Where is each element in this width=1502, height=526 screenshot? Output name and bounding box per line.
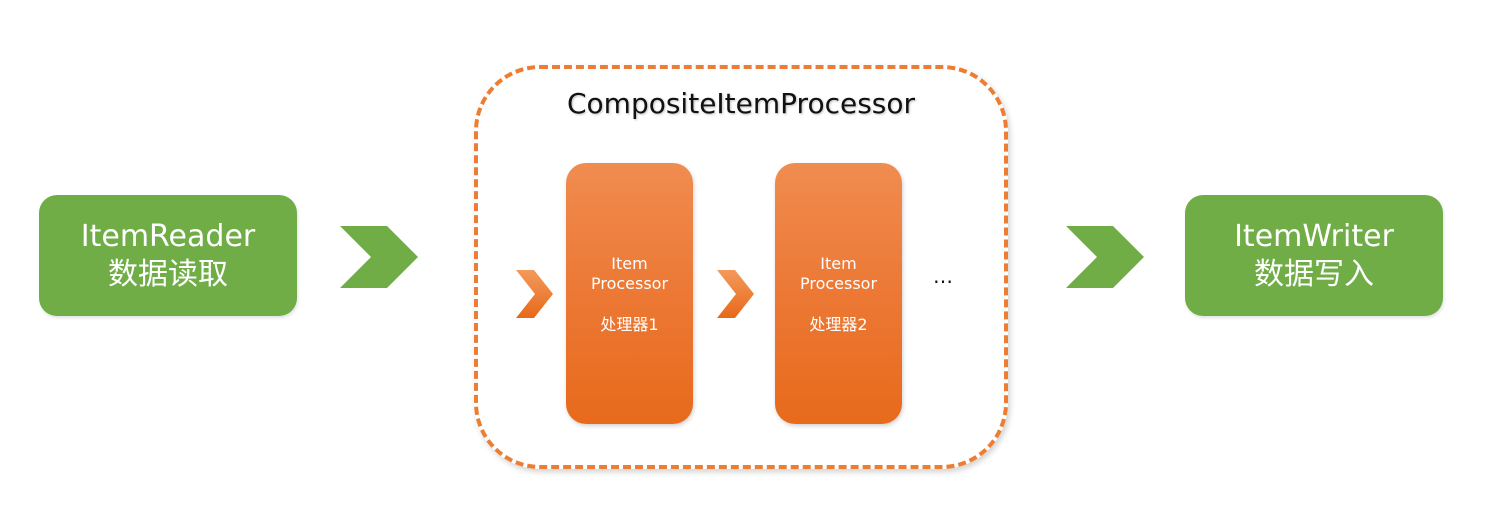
processor-name-line1: Item xyxy=(820,254,857,273)
processor-name-line2: Processor xyxy=(799,274,878,293)
processor-name-line1: Item xyxy=(611,254,648,273)
processor-name: Item Processor xyxy=(775,254,902,294)
item-processor-1: Item Processor 处理器1 xyxy=(566,163,693,424)
processor-name-line2: Processor xyxy=(590,274,669,293)
chevron-right-icon xyxy=(1066,226,1144,288)
more-processors-ellipsis: … xyxy=(933,264,953,288)
composite-processor-title: CompositeItemProcessor xyxy=(566,87,916,120)
item-writer-desc: 数据写入 xyxy=(1254,256,1374,292)
processor-desc: 处理器2 xyxy=(809,315,868,334)
processor-name: Item Processor xyxy=(566,254,693,294)
item-reader-box: ItemReader 数据读取 xyxy=(39,195,297,316)
chevron-right-icon xyxy=(340,226,418,288)
composite-processor-container xyxy=(474,65,1008,469)
processor-desc: 处理器1 xyxy=(600,315,659,334)
item-writer-box: ItemWriter 数据写入 xyxy=(1185,195,1443,316)
chevron-right-icon xyxy=(717,270,754,318)
item-reader-name: ItemReader xyxy=(80,218,256,254)
item-writer-name: ItemWriter xyxy=(1234,218,1394,254)
item-processor-2: Item Processor 处理器2 xyxy=(775,163,902,424)
item-reader-desc: 数据读取 xyxy=(108,256,228,292)
chevron-right-icon xyxy=(516,270,553,318)
